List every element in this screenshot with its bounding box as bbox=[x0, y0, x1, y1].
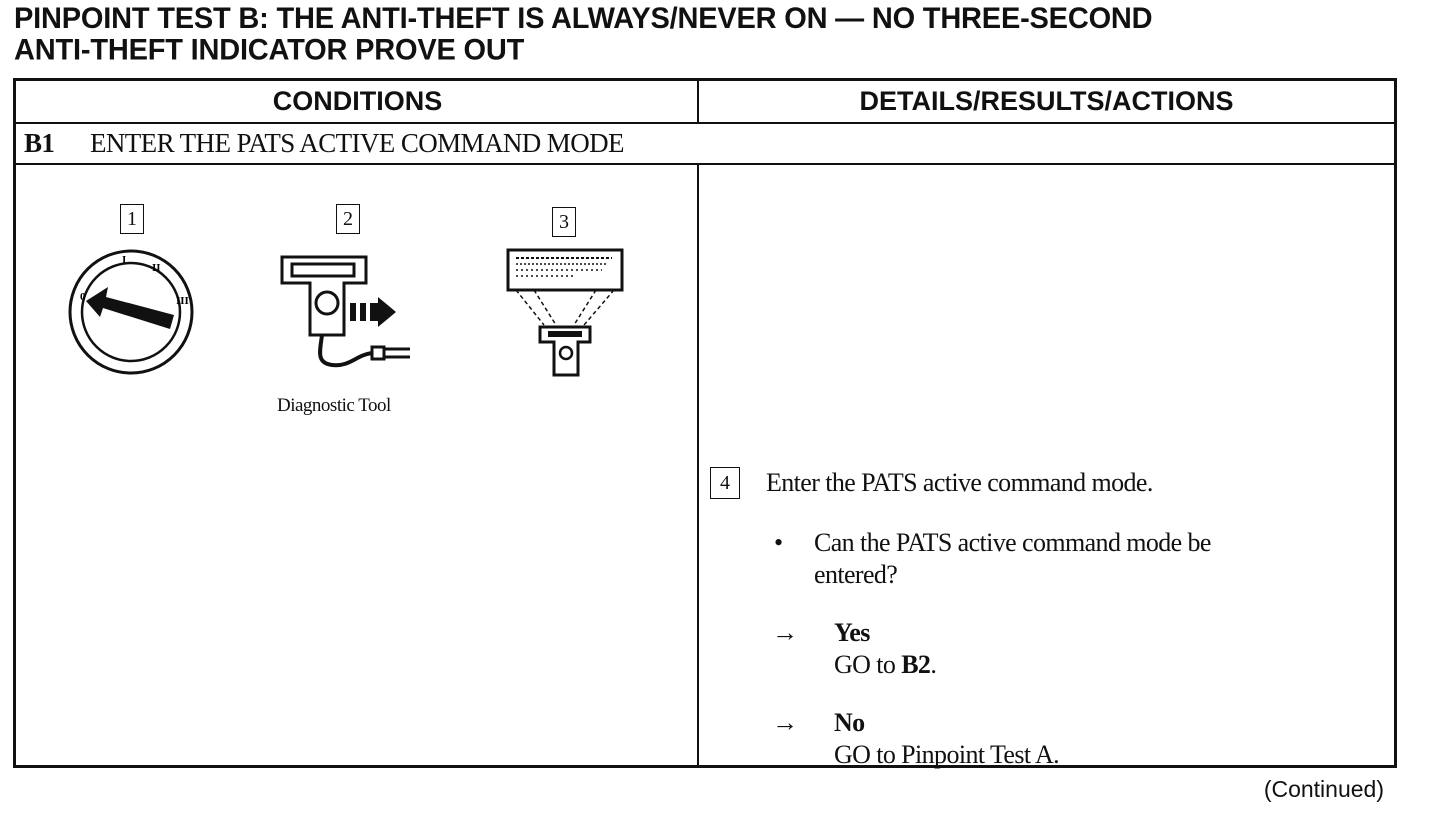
column-divider-top bbox=[697, 81, 699, 124]
step-4-number: 4 bbox=[710, 467, 740, 499]
question-text: Can the PATS active command mode be ente… bbox=[814, 527, 1211, 591]
continued-label: (Continued) bbox=[1263, 776, 1384, 802]
position-0-label: 0 bbox=[80, 291, 86, 303]
question-line-1: Can the PATS active command mode be bbox=[814, 528, 1211, 557]
pinpoint-test-table: CONDITIONS DETAILS/RESULTS/ACTIONS B1 EN… bbox=[13, 78, 1397, 771]
figure-3-number: 3 bbox=[552, 207, 576, 237]
step-bar: B1 ENTER THE PATS ACTIVE COMMAND MODE bbox=[16, 124, 1394, 165]
position-1-label: I bbox=[122, 254, 126, 266]
step-title: ENTER THE PATS ACTIVE COMMAND MODE bbox=[90, 128, 625, 158]
header-details: DETAILS/RESULTS/ACTIONS bbox=[699, 81, 1394, 124]
step-id: B1 bbox=[24, 128, 55, 158]
no-arrow-icon: → bbox=[772, 708, 798, 737]
position-3-label: III bbox=[176, 295, 189, 307]
ignition-switch-icon: 0 I II III bbox=[68, 249, 194, 375]
figure-1-number: 1 bbox=[120, 204, 144, 234]
tool-display-icon bbox=[506, 248, 624, 377]
yes-goto: GO to B2. bbox=[834, 649, 937, 681]
no-goto: GO to Pinpoint Test A. bbox=[834, 740, 1060, 769]
header-conditions: CONDITIONS bbox=[16, 81, 699, 124]
yes-arrow-icon: → bbox=[772, 618, 798, 647]
position-2-label: II bbox=[152, 262, 161, 274]
yes-target: B2 bbox=[901, 650, 931, 679]
yes-branch: Yes GO to B2. bbox=[834, 617, 937, 681]
yes-goto-text: GO to bbox=[834, 650, 902, 679]
no-branch: No GO to Pinpoint Test A. bbox=[834, 707, 1060, 771]
yes-label: Yes bbox=[834, 618, 870, 647]
column-divider bbox=[697, 165, 699, 765]
bullet-icon: • bbox=[774, 528, 783, 557]
figure-2-number: 2 bbox=[336, 204, 360, 234]
no-label: No bbox=[834, 708, 865, 737]
diagnostic-tool-icon bbox=[280, 255, 410, 368]
question-line-2: entered? bbox=[814, 560, 898, 589]
instruction-text: Enter the PATS active command mode. bbox=[766, 468, 1153, 497]
diagnostic-tool-caption: Diagnostic Tool bbox=[277, 395, 391, 416]
page-title: PINPOINT TEST B: THE ANTI-THEFT IS ALWAY… bbox=[14, 3, 1414, 66]
yes-end: . bbox=[930, 650, 937, 679]
title-line-1: PINPOINT TEST B: THE ANTI-THEFT IS ALWAY… bbox=[14, 2, 1153, 36]
title-line-2: ANTI-THEFT INDICATOR PROVE OUT bbox=[14, 33, 525, 67]
